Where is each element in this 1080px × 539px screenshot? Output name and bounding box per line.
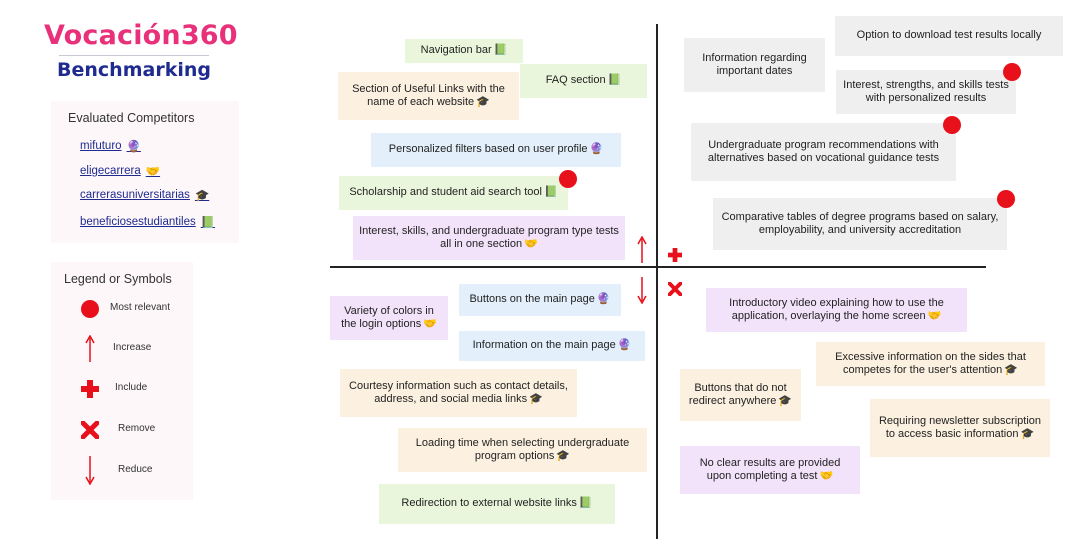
note-no-clear-results: No clear results are provided upon compl…	[680, 446, 860, 494]
green-book-icon: 📗	[578, 497, 593, 510]
graduation-cap-icon: 🎓	[778, 395, 793, 407]
competitor-name: eligecarrera	[80, 165, 141, 177]
handshake-icon: 🤝	[524, 238, 538, 250]
note-download-results: Option to download test results locally	[835, 16, 1063, 56]
note-introductory-video: Introductory video explaining how to use…	[706, 288, 967, 332]
note-useful-links: Section of Useful Links with the name of…	[338, 72, 519, 120]
note-program-recommendations: Undergraduate program recommendations wi…	[691, 123, 956, 181]
handshake-icon: 🤝	[927, 310, 942, 322]
competitor-name: beneficiosestudiantiles	[80, 216, 196, 228]
legend-row-include: Include	[51, 378, 193, 402]
note-comparative-tables: Comparative tables of degree programs ba…	[713, 198, 1007, 250]
legend-row-reduce: Reduce	[51, 454, 193, 485]
competitors-panel: Evaluated Competitors mifuturo 🔮 eligeca…	[51, 101, 239, 243]
note-newsletter-requirement: Requiring newsletter subscription to acc…	[870, 399, 1050, 457]
handshake-icon: 🤝	[423, 318, 437, 330]
note-navigation-bar: Navigation bar📗	[405, 39, 523, 63]
note-tests-one-section: Interest, skills, and undergraduate prog…	[353, 216, 625, 260]
include-plus-icon	[668, 248, 682, 262]
graduation-cap-icon: 🎓	[1020, 428, 1035, 440]
competitor-link-beneficiosestudiantiles[interactable]: beneficiosestudiantiles 📗	[80, 215, 215, 229]
crystal-ball-icon: 🔮	[596, 293, 611, 306]
legend-label: Remove	[118, 423, 156, 434]
remove-cross-icon	[668, 282, 682, 296]
competitor-link-mifuturo[interactable]: mifuturo 🔮	[80, 139, 141, 153]
competitor-name: mifuturo	[80, 140, 122, 152]
note-external-redirection: Redirection to external website links📗	[379, 484, 615, 524]
legend-row-most-relevant: Most relevant	[51, 298, 193, 322]
handshake-icon: 🤝	[145, 166, 161, 178]
red-dot-icon	[79, 298, 101, 320]
note-faq-section: FAQ section📗	[520, 64, 647, 98]
most-relevant-dot-icon	[997, 190, 1015, 208]
green-book-icon: 📗	[200, 217, 216, 229]
reduce-arrow-icon	[637, 277, 647, 304]
most-relevant-dot-icon	[559, 170, 577, 188]
note-dead-buttons: Buttons that do not redirect anywhere🎓	[680, 369, 801, 421]
brand-header: Vocación360 Benchmarking	[44, 20, 238, 81]
crystal-ball-icon: 🔮	[617, 339, 632, 352]
note-main-page-information: Information on the main page🔮	[459, 331, 645, 361]
graduation-cap-icon: 🎓	[476, 96, 490, 108]
note-loading-time: Loading time when selecting undergraduat…	[398, 428, 647, 472]
legend-label: Include	[115, 382, 148, 393]
note-login-colors: Variety of colors in the login options🤝	[330, 296, 448, 340]
competitors-title: Evaluated Competitors	[68, 111, 195, 125]
legend-label: Most relevant	[110, 302, 171, 313]
up-arrow-icon	[79, 334, 101, 364]
competitor-name: carrerasuniversitarias	[80, 189, 190, 201]
graduation-cap-icon: 🎓	[194, 190, 210, 202]
down-arrow-icon	[79, 454, 101, 486]
legend-title: Legend or Symbols	[64, 272, 172, 286]
graduation-cap-icon: 🎓	[529, 393, 543, 405]
green-book-icon: 📗	[493, 44, 508, 57]
most-relevant-dot-icon	[943, 116, 961, 134]
note-personalized-filters: Personalized filters based on user profi…	[371, 133, 621, 167]
green-book-icon: 📗	[543, 186, 558, 199]
plus-icon	[79, 378, 101, 400]
competitor-link-carrerasuniversitarias[interactable]: carrerasuniversitarias 🎓	[80, 188, 209, 202]
note-main-page-buttons: Buttons on the main page🔮	[459, 284, 621, 316]
legend-label: Increase	[113, 342, 152, 353]
increase-arrow-icon	[637, 236, 647, 263]
competitor-link-eligecarrera[interactable]: eligecarrera 🤝	[80, 164, 160, 178]
note-important-dates: Information regarding important dates	[684, 38, 825, 92]
vertical-axis	[656, 24, 658, 539]
brand-subtitle: Benchmarking	[57, 59, 211, 81]
legend-row-increase: Increase	[51, 334, 193, 362]
legend-panel: Legend or Symbols Most relevant Increase…	[51, 262, 193, 500]
note-courtesy-information: Courtesy information such as contact det…	[340, 369, 577, 417]
horizontal-axis	[330, 266, 986, 268]
handshake-icon: 🤝	[819, 470, 834, 482]
brand-title: Vocación360	[44, 20, 238, 51]
cross-icon	[79, 419, 101, 441]
note-scholarship-tool: Scholarship and student aid search tool📗	[339, 176, 568, 210]
legend-label: Reduce	[118, 464, 153, 475]
green-book-icon: 📗	[607, 74, 622, 87]
most-relevant-dot-icon	[1003, 63, 1021, 81]
note-excessive-information: Excessive information on the sides that …	[816, 342, 1045, 386]
brand-divider	[59, 55, 209, 56]
crystal-ball-icon: 🔮	[589, 143, 604, 156]
graduation-cap-icon: 🎓	[1004, 364, 1018, 376]
legend-row-remove: Remove	[51, 419, 193, 443]
note-personalized-tests: Interest, strengths, and skills tests wi…	[836, 70, 1016, 114]
crystal-ball-icon: 🔮	[126, 141, 141, 153]
graduation-cap-icon: 🎓	[556, 450, 571, 462]
